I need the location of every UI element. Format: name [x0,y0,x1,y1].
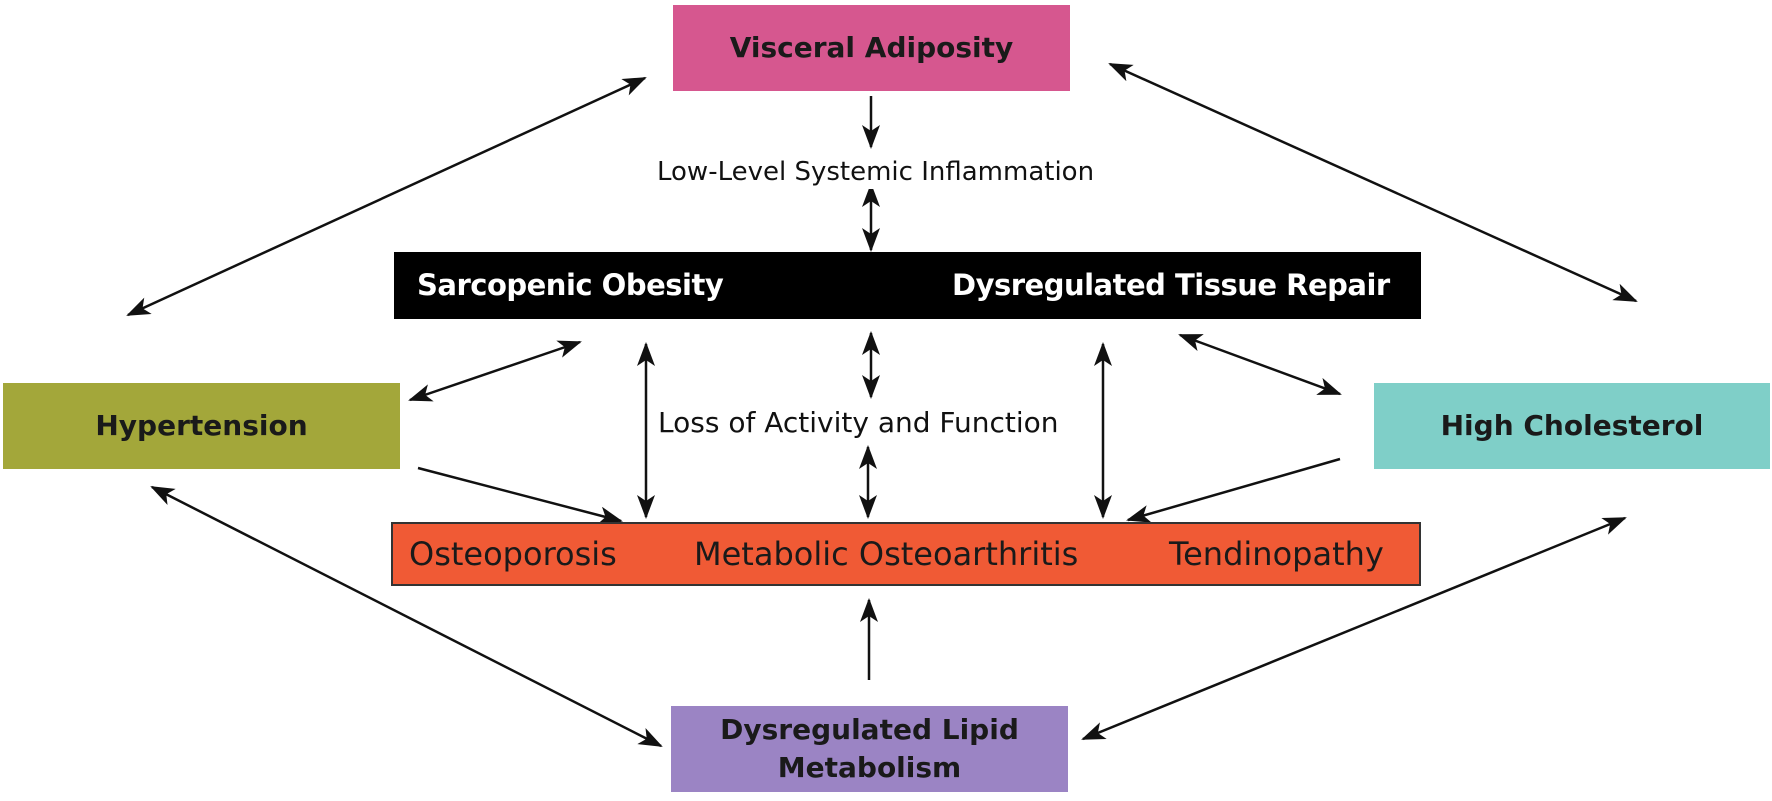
label-sarcopenic-obesity: Sarcopenic Obesity [417,268,724,302]
edge-visceral-hypertension [126,76,647,317]
edge-cholesterol-orange [1126,457,1341,523]
node-hypertension-label: Hypertension [95,409,308,442]
label-osteoporosis: Osteoporosis [409,535,617,573]
node-visceral-adiposity-label: Visceral Adiposity [729,31,1014,64]
band-musculoskeletal-outcomes: Osteoporosis Metabolic Osteoarthritis Te… [391,522,1421,586]
node-hypertension: Hypertension [3,383,400,469]
node-dysregulated-lipid-metabolism-label: Dysregulated Lipid Metabolism [720,713,1019,784]
edge-cholesterol-lipid [1081,516,1627,741]
edge-black-hypertension [408,340,582,402]
node-visceral-adiposity: Visceral Adiposity [673,5,1070,91]
label-loss-of-activity-and-function: Loss of Activity and Function [656,405,1061,441]
edge-hypertension-orange [417,466,623,525]
band-sarcopenic-tissue-repair: Sarcopenic Obesity Dysregulated Tissue R… [394,252,1421,319]
node-high-cholesterol: High Cholesterol [1374,383,1770,469]
label-dysregulated-tissue-repair: Dysregulated Tissue Repair [952,268,1390,302]
node-high-cholesterol-label: High Cholesterol [1440,409,1704,442]
label-tendinopathy: Tendinopathy [1169,535,1384,573]
node-dysregulated-lipid-metabolism: Dysregulated Lipid Metabolism [671,706,1068,792]
label-low-level-systemic-inflammation: Low-Level Systemic Inflammation [655,155,1097,189]
label-metabolic-osteoarthritis: Metabolic Osteoarthritis [694,535,1079,573]
edge-hypertension-lipid [150,485,663,748]
edge-visceral-cholesterol [1108,62,1638,303]
edge-black-cholesterol [1178,333,1342,396]
